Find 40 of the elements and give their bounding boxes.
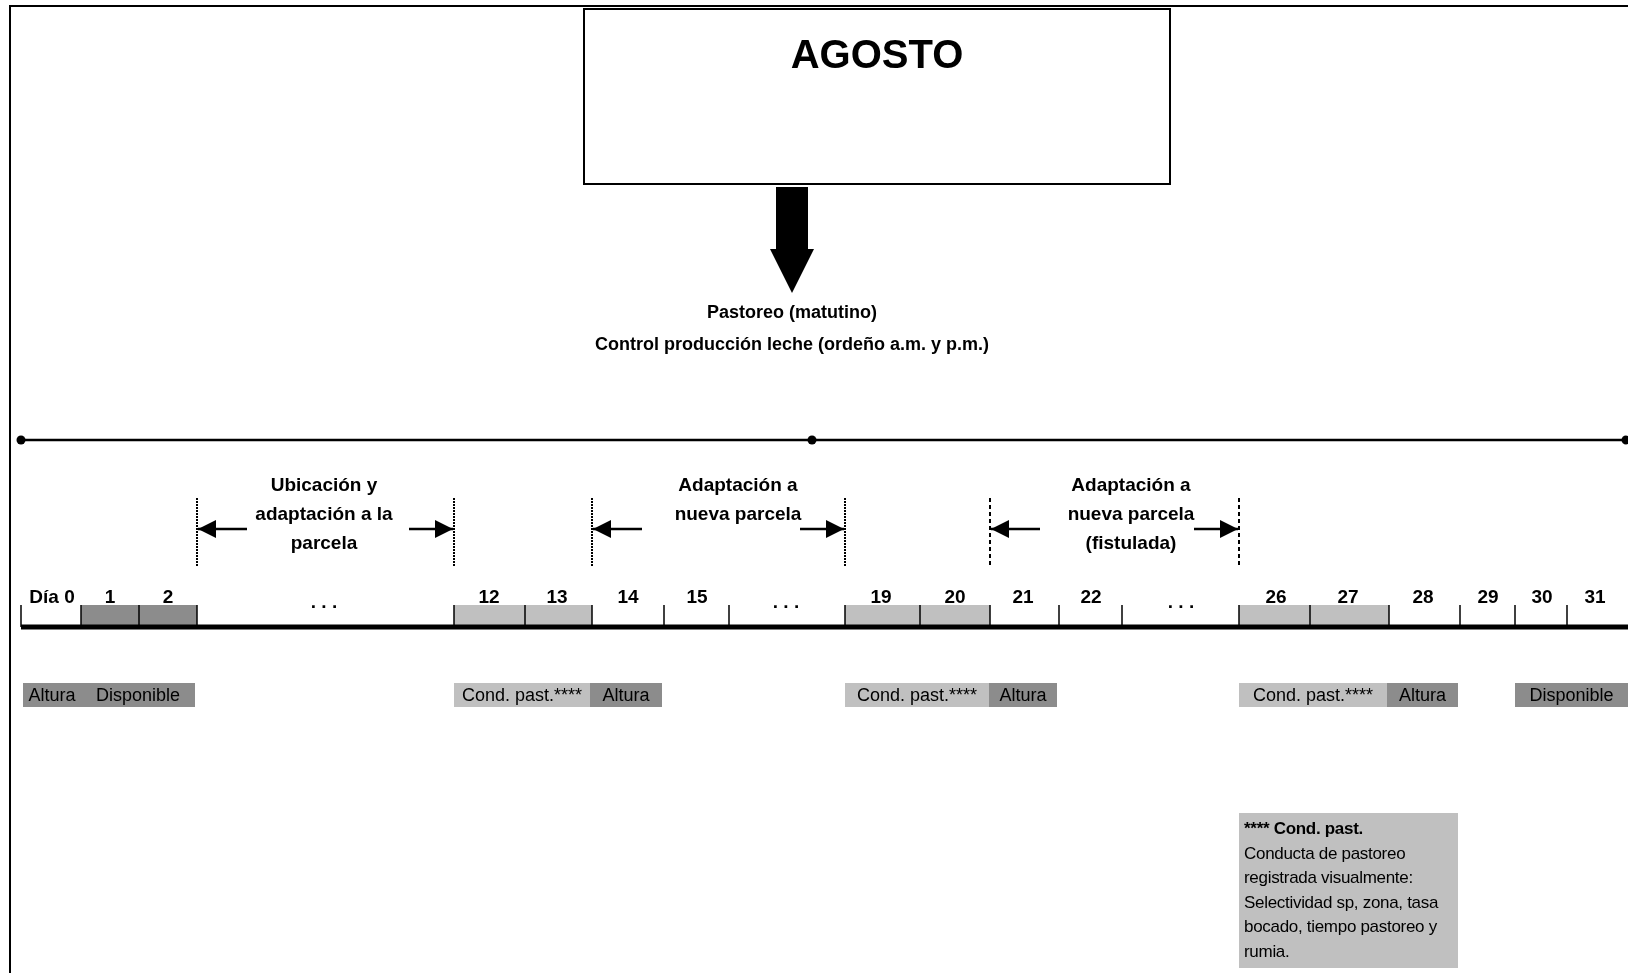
- measurement-bar: Altura: [989, 683, 1057, 707]
- footnote-box: [1239, 813, 1458, 968]
- day-number: 30: [1531, 585, 1553, 609]
- ellipsis: . . .: [310, 590, 338, 614]
- measurement-bar: Cond. past.****: [1239, 683, 1387, 707]
- day-number: 12: [478, 585, 500, 609]
- month-box: [583, 8, 1171, 185]
- footnote-text: Conducta de pastoreo registrada visualmente: Selectividad sp, zona, tasa bocado, tiempo pastoreo y rumia.: [1244, 842, 1440, 963]
- arrow: [770, 187, 814, 293]
- day-number: 29: [1477, 585, 1499, 609]
- ellipsis: . . .: [772, 590, 800, 614]
- day-number: 15: [686, 585, 708, 609]
- day-number: 31: [1584, 585, 1606, 609]
- day-number: 2: [162, 585, 174, 609]
- day-number: 21: [1012, 585, 1034, 609]
- measurement-bar: Cond. past.****: [845, 683, 989, 707]
- measurement-bar: Altura: [1387, 683, 1458, 707]
- day-number: 28: [1412, 585, 1434, 609]
- day-number: 26: [1265, 585, 1287, 609]
- day-number: 22: [1080, 585, 1102, 609]
- period-label: Ubicación y adaptación a la parcela: [254, 473, 394, 555]
- measurement-bar: Disponible: [81, 683, 195, 707]
- day-number: 14: [617, 585, 639, 609]
- day-number: 13: [546, 585, 568, 609]
- activity-text: Control producción leche (ordeño a.m. y p.m.): [595, 333, 989, 356]
- footnote-heading: **** Cond. past.: [1244, 818, 1364, 840]
- day-number: 1: [104, 585, 116, 609]
- day-number: 19: [870, 585, 892, 609]
- measurement-bar: Disponible: [1515, 683, 1628, 707]
- measurement-bar: Altura: [23, 683, 81, 707]
- day-number: 20: [944, 585, 966, 609]
- day-number: 27: [1337, 585, 1359, 609]
- measurement-bar: Altura: [590, 683, 662, 707]
- period-label: Adaptación a nueva parcela (fistulada): [1066, 473, 1196, 555]
- measurement-bar: Cond. past.****: [454, 683, 590, 707]
- ellipsis: . . .: [1167, 590, 1195, 614]
- period-label: Adaptación a nueva parcela: [673, 473, 803, 526]
- day-number: Día 0: [29, 585, 75, 609]
- activity-text: Pastoreo (matutino): [706, 301, 878, 324]
- month-title: AGOSTO: [790, 32, 964, 77]
